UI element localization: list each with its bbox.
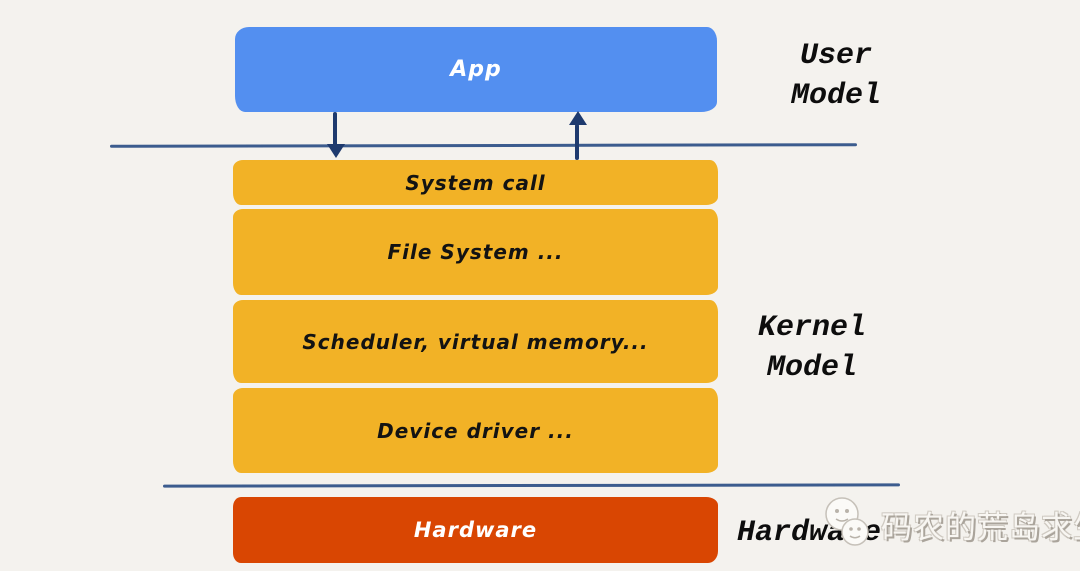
device-driver-box: Device driver ... xyxy=(233,388,718,473)
user-model-label-line2: Model xyxy=(790,79,881,113)
user-model-label-line1: User xyxy=(799,39,872,73)
down-arrow-icon xyxy=(327,144,345,158)
user-model-label: User Model xyxy=(756,36,916,116)
scheduler-box: Scheduler, virtual memory... xyxy=(233,300,718,383)
system-call-box-label: System call xyxy=(405,170,546,195)
up-arrow-icon xyxy=(569,111,587,125)
kernel-hardware-divider-line xyxy=(162,483,901,488)
hardware-box-label: Hardware xyxy=(413,518,538,542)
down-arrow-shaft xyxy=(333,112,337,146)
scheduler-box-label: Scheduler, virtual memory... xyxy=(302,329,649,354)
watermark-text: 码农的荒岛求生 xyxy=(881,510,1080,546)
kernel-model-label-line2: Model xyxy=(766,351,857,385)
app-box: App xyxy=(235,27,717,112)
file-system-box-label: File System ... xyxy=(387,240,564,264)
smiley-faces-icon xyxy=(815,494,879,550)
app-box-label: App xyxy=(450,57,502,82)
watermark: 码农的荒岛求生 xyxy=(815,494,1080,550)
user-kernel-divider-line xyxy=(109,143,858,148)
file-system-box: File System ... xyxy=(233,209,718,295)
kernel-model-label-line1: Kernel xyxy=(757,311,867,345)
hardware-box: Hardware xyxy=(233,497,718,563)
device-driver-box-label: Device driver ... xyxy=(377,418,574,443)
up-arrow-shaft xyxy=(575,124,579,160)
kernel-model-label: Kernel Model xyxy=(732,308,892,388)
system-call-box: System call xyxy=(233,160,718,205)
